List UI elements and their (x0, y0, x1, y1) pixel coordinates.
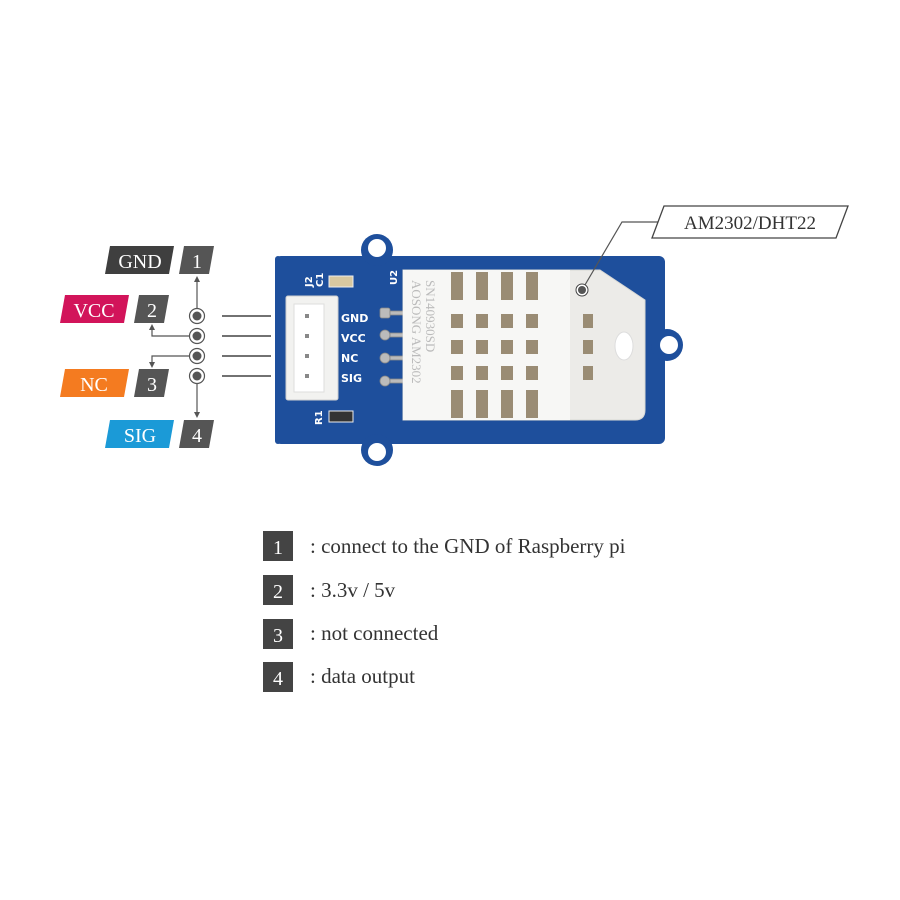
pin-number-3-box (134, 369, 169, 397)
sensor-print-line-1: AOSONG AM2302 (409, 280, 424, 384)
pin-number-1-box (179, 246, 214, 274)
arrow-down-icon (194, 412, 200, 418)
pin-circle-2 (188, 327, 206, 345)
arrow-down-icon (149, 362, 155, 368)
pin-label-vcc: VCC 2 (60, 295, 169, 323)
legend-item-3: 3 : not connected (263, 619, 439, 649)
sig-tag (105, 420, 174, 448)
grove-board: GND VCC NC SIG J2 C1 U2 R1 (271, 234, 683, 466)
silk-vcc: VCC (341, 332, 366, 345)
legend-item-2: 2 : 3.3v / 5v (263, 575, 396, 605)
pin-number-2: 2 (147, 300, 157, 322)
vcc-tag (60, 295, 129, 323)
silk-u2: U2 (389, 270, 400, 285)
sensor-print-line-2: SN140930SD (423, 280, 438, 352)
sig-tag-text: SIG (124, 425, 156, 447)
pin-number-2-box (134, 295, 169, 323)
legend-number-1: 1 (273, 537, 283, 559)
pin-number-4-box (179, 420, 214, 448)
dht22-sensor: AOSONG AM2302 SN140930SD (402, 269, 646, 421)
pin-circle-1 (188, 307, 206, 325)
mount-hole-top (368, 239, 386, 257)
arrowheads (149, 276, 200, 418)
vcc-tag-text: VCC (73, 300, 114, 322)
legend-text-4: : data output (310, 664, 415, 688)
pin-circle-4 (188, 367, 206, 385)
leader-nc (151, 355, 190, 364)
mount-hole-right (660, 336, 678, 354)
callout-box (651, 205, 849, 239)
pin-circle-3 (188, 347, 206, 365)
arrow-up-icon (194, 276, 200, 282)
resistor-r1 (328, 410, 354, 423)
capacitor-c1 (328, 275, 354, 288)
pin-label-nc: NC 3 (60, 369, 169, 397)
silk-gnd: GND (341, 312, 368, 325)
nc-tag-text: NC (80, 374, 108, 396)
gnd-tag (105, 246, 174, 274)
sensor-pins (379, 307, 405, 387)
legend-text-3: : not connected (310, 621, 439, 645)
callout-leader (581, 221, 660, 291)
legend-item-1: 1 : connect to the GND of Raspberry pi (263, 531, 626, 561)
silk-sig: SIG (341, 372, 362, 385)
pin-circles (188, 307, 206, 385)
legend-number-3: 3 (273, 625, 283, 647)
gnd-tag-text: GND (118, 251, 161, 273)
pin-label-sig: SIG 4 (105, 420, 214, 448)
pin-number-3: 3 (147, 374, 157, 396)
pin-number-1: 1 (192, 251, 202, 273)
arrow-up-icon (149, 324, 155, 330)
pin-number-4: 4 (192, 425, 202, 447)
silk-r1: R1 (314, 410, 325, 425)
legend-number-2: 2 (273, 581, 283, 603)
model-callout: AM2302/DHT22 (575, 205, 849, 297)
legend-item-4: 4 : data output (263, 662, 415, 692)
legend-number-4: 4 (273, 668, 283, 690)
mount-hole-bottom (368, 443, 386, 461)
callout-label: AM2302/DHT22 (684, 213, 816, 234)
silk-j2: J2 (304, 276, 315, 288)
sensor-latch (614, 331, 634, 361)
pin-legend: 1 : connect to the GND of Raspberry pi 2… (263, 531, 626, 692)
legend-text-2: : 3.3v / 5v (310, 578, 396, 602)
silk-c1: C1 (315, 273, 326, 287)
leader-vcc (151, 328, 190, 337)
silk-nc: NC (341, 352, 358, 365)
legend-text-1: : connect to the GND of Raspberry pi (310, 534, 626, 558)
pin-label-gnd: GND 1 (105, 246, 214, 274)
nc-tag (60, 369, 129, 397)
